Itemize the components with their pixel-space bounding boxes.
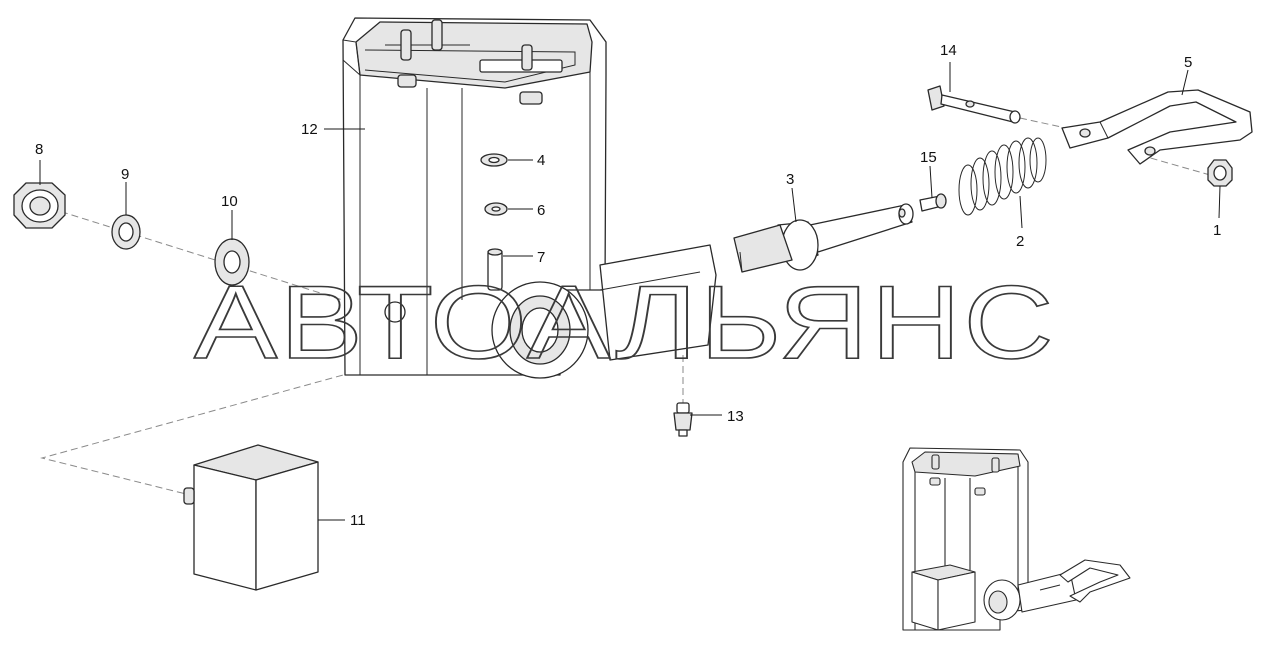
- washer-part-10: [214, 238, 250, 286]
- callout-2: 2: [1016, 233, 1024, 250]
- callout-3: 3: [786, 171, 794, 188]
- callout-5: 5: [1184, 54, 1192, 71]
- callout-14: 14: [940, 42, 957, 59]
- washer-part-4: [480, 153, 508, 167]
- spring-part-2: [958, 137, 1047, 216]
- nut-part-8: [13, 182, 66, 229]
- callout-8: 8: [35, 141, 43, 158]
- watermark-text: АВТОАЛЬЯНС: [194, 265, 1056, 381]
- nut-part-1: [1207, 159, 1233, 187]
- block-part-11: [183, 444, 319, 591]
- callout-12: 12: [301, 121, 318, 138]
- pin-part-7: [487, 248, 503, 291]
- leader-lines: [39, 62, 1221, 521]
- washer-part-6: [484, 202, 508, 216]
- bolt-part-14: [927, 85, 1021, 124]
- callout-10: 10: [221, 193, 238, 210]
- callout-9: 9: [121, 166, 129, 183]
- callout-6: 6: [537, 202, 545, 219]
- grease-fitting-part-13: [673, 402, 693, 437]
- callout-1: 1: [1213, 222, 1221, 239]
- callout-11: 11: [350, 512, 366, 529]
- shaft-part-3: [733, 203, 914, 273]
- callout-13: 13: [727, 408, 744, 425]
- lever-part-5: [1061, 89, 1253, 165]
- callout-4: 4: [537, 152, 545, 169]
- callout-7: 7: [537, 249, 545, 266]
- callout-labels: 1 2 3 4 5 6 7 8 9 10 11 12 13 14 15: [35, 42, 1221, 529]
- pin-part-15: [919, 193, 947, 212]
- bracket-part-12: [342, 17, 717, 379]
- assembled-view-thumbnail: [902, 447, 1131, 631]
- spring-washer-part-9: [111, 214, 141, 250]
- callout-15: 15: [920, 149, 937, 166]
